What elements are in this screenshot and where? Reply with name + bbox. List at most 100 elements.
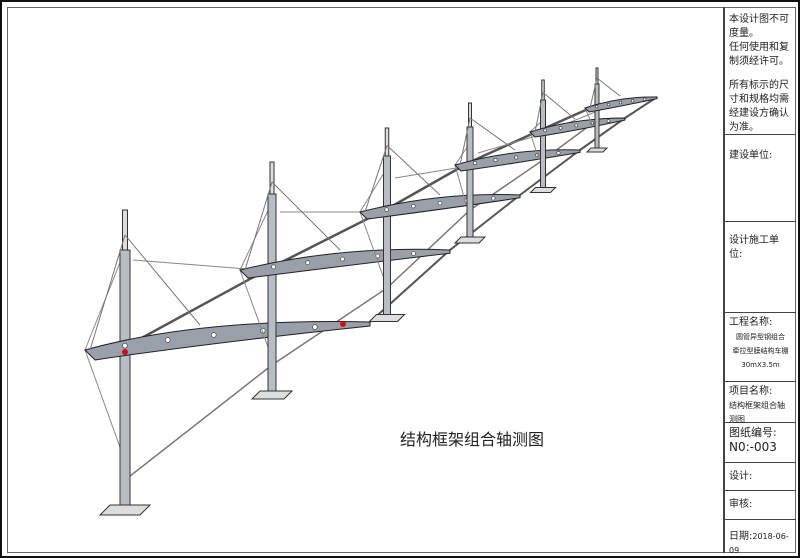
designer-label: 设计: [729,471,753,482]
column [540,99,546,191]
bolt-hole [514,155,519,160]
bolt-hole [491,196,496,201]
item-cell: 项目名称: 结构框架组合轴测图 [725,382,796,424]
base-plate [368,314,406,322]
tension-cable [542,92,576,120]
base-plate [98,504,152,516]
arch-rafter [584,96,658,113]
tension-cable [469,117,516,151]
bolt-hole [122,342,128,349]
base-plate [585,147,609,153]
mast-tip [541,79,545,101]
arch-rafter [454,149,581,172]
stay-cable [359,167,388,213]
notice-cell: 本设计图不可度量。 任何使用和复制须经许可。 所有标示的尺寸和规格均需经建设方确… [725,7,796,135]
tension-cable [89,234,126,351]
tension-cable [244,181,273,271]
bolt-hole [384,207,389,212]
red-joint-marker [340,321,346,327]
column [383,155,391,319]
base-plate [250,390,294,400]
base-plate [529,187,557,193]
client-label: 建设单位: [729,150,773,161]
bolt-hole [595,104,599,109]
mast-tip [122,209,128,251]
tie-beam [124,364,273,481]
edge-beam [624,96,658,119]
stay-cable [359,211,384,277]
bolt-hole [556,151,561,155]
tension-cable [364,145,388,213]
bolt-hole [271,264,276,270]
reviewer-label: 审核: [729,499,753,510]
date-label: 日期: [729,531,753,542]
bolt-hole [305,260,311,266]
bolt-hole [606,102,611,107]
notice-line: 所有标示的尺寸和规格均需经建设方确认为准。 [729,80,789,133]
tension-cable [459,117,471,166]
date-value: 2018-06-09 [729,532,789,555]
contractor-label: 设计施工单位: [729,235,779,260]
bolt-hole [558,126,563,130]
column [267,193,277,396]
bolt-hole [411,251,416,256]
tension-cable [386,145,441,196]
arch-rafter [239,248,451,279]
bolt-hole [543,128,547,133]
contractor-cell: 设计施工单位: [725,222,796,313]
stay-cable [84,349,122,451]
date-cell: 日期:2018-06-09 [725,520,796,555]
bolt-hole [606,119,611,123]
column [594,83,600,151]
arch-rafter [84,321,371,361]
bolt-hole [437,200,443,206]
tension-cable [596,77,621,97]
bolt-hole [411,204,416,209]
bolt-hole [340,256,345,262]
mast-tip [384,127,390,157]
drawing-caption: 结构框架组合轴测图 [400,430,545,449]
bolt-hole [493,158,498,163]
bolt-hole [618,100,623,105]
base-plate [453,236,487,244]
project-label: 工程名称: [729,317,773,328]
item-label: 项目名称: [729,386,773,397]
reviewer-cell: 审核: [725,491,796,520]
column [119,249,131,511]
mast-tip [269,161,275,195]
column [466,126,474,241]
mast-tip [468,102,472,128]
bolt-hole [312,324,318,330]
bolt-hole [211,332,217,338]
notice-line: 本设计图不可度量。 [729,14,789,39]
inner-border [7,7,796,553]
cable [132,259,261,271]
project-line: 圆管异型钢组合 [736,333,785,341]
arch-rafter [529,117,626,138]
project-cell: 工程名称: 圆管异型钢组合 牵拉型膜结构车棚 30mX3.5m [725,313,796,382]
bolt-hole [165,337,171,343]
arch-rafter [359,194,521,220]
stay-cable [584,107,594,127]
tension-cable [534,92,544,133]
title-block: 本设计图不可度量。 任何使用和复制须经许可。 所有标示的尺寸和规格均需经建设方确… [723,7,796,555]
edge-beam [579,117,626,151]
stay-cable [529,131,540,161]
project-line: 30mX3.5m [741,361,780,369]
designer-cell: 设计: [725,463,796,491]
tension-cable [271,181,341,251]
bolt-hole [473,161,478,165]
item-value: 结构框架组合轴测图 [729,401,785,424]
notice-line: 任何使用和复制须经许可。 [729,42,789,67]
bolt-hole [643,97,647,101]
stay-cable [239,269,269,348]
bolt-hole [574,123,579,128]
red-joint-marker [122,349,128,355]
drawing-no: N0:-003 [729,440,777,454]
bolt-hole [630,99,635,103]
stay-cable [239,201,273,271]
edge-beam [519,149,581,196]
drawing-no-cell: 图纸编号: N0:-003 [725,423,796,463]
